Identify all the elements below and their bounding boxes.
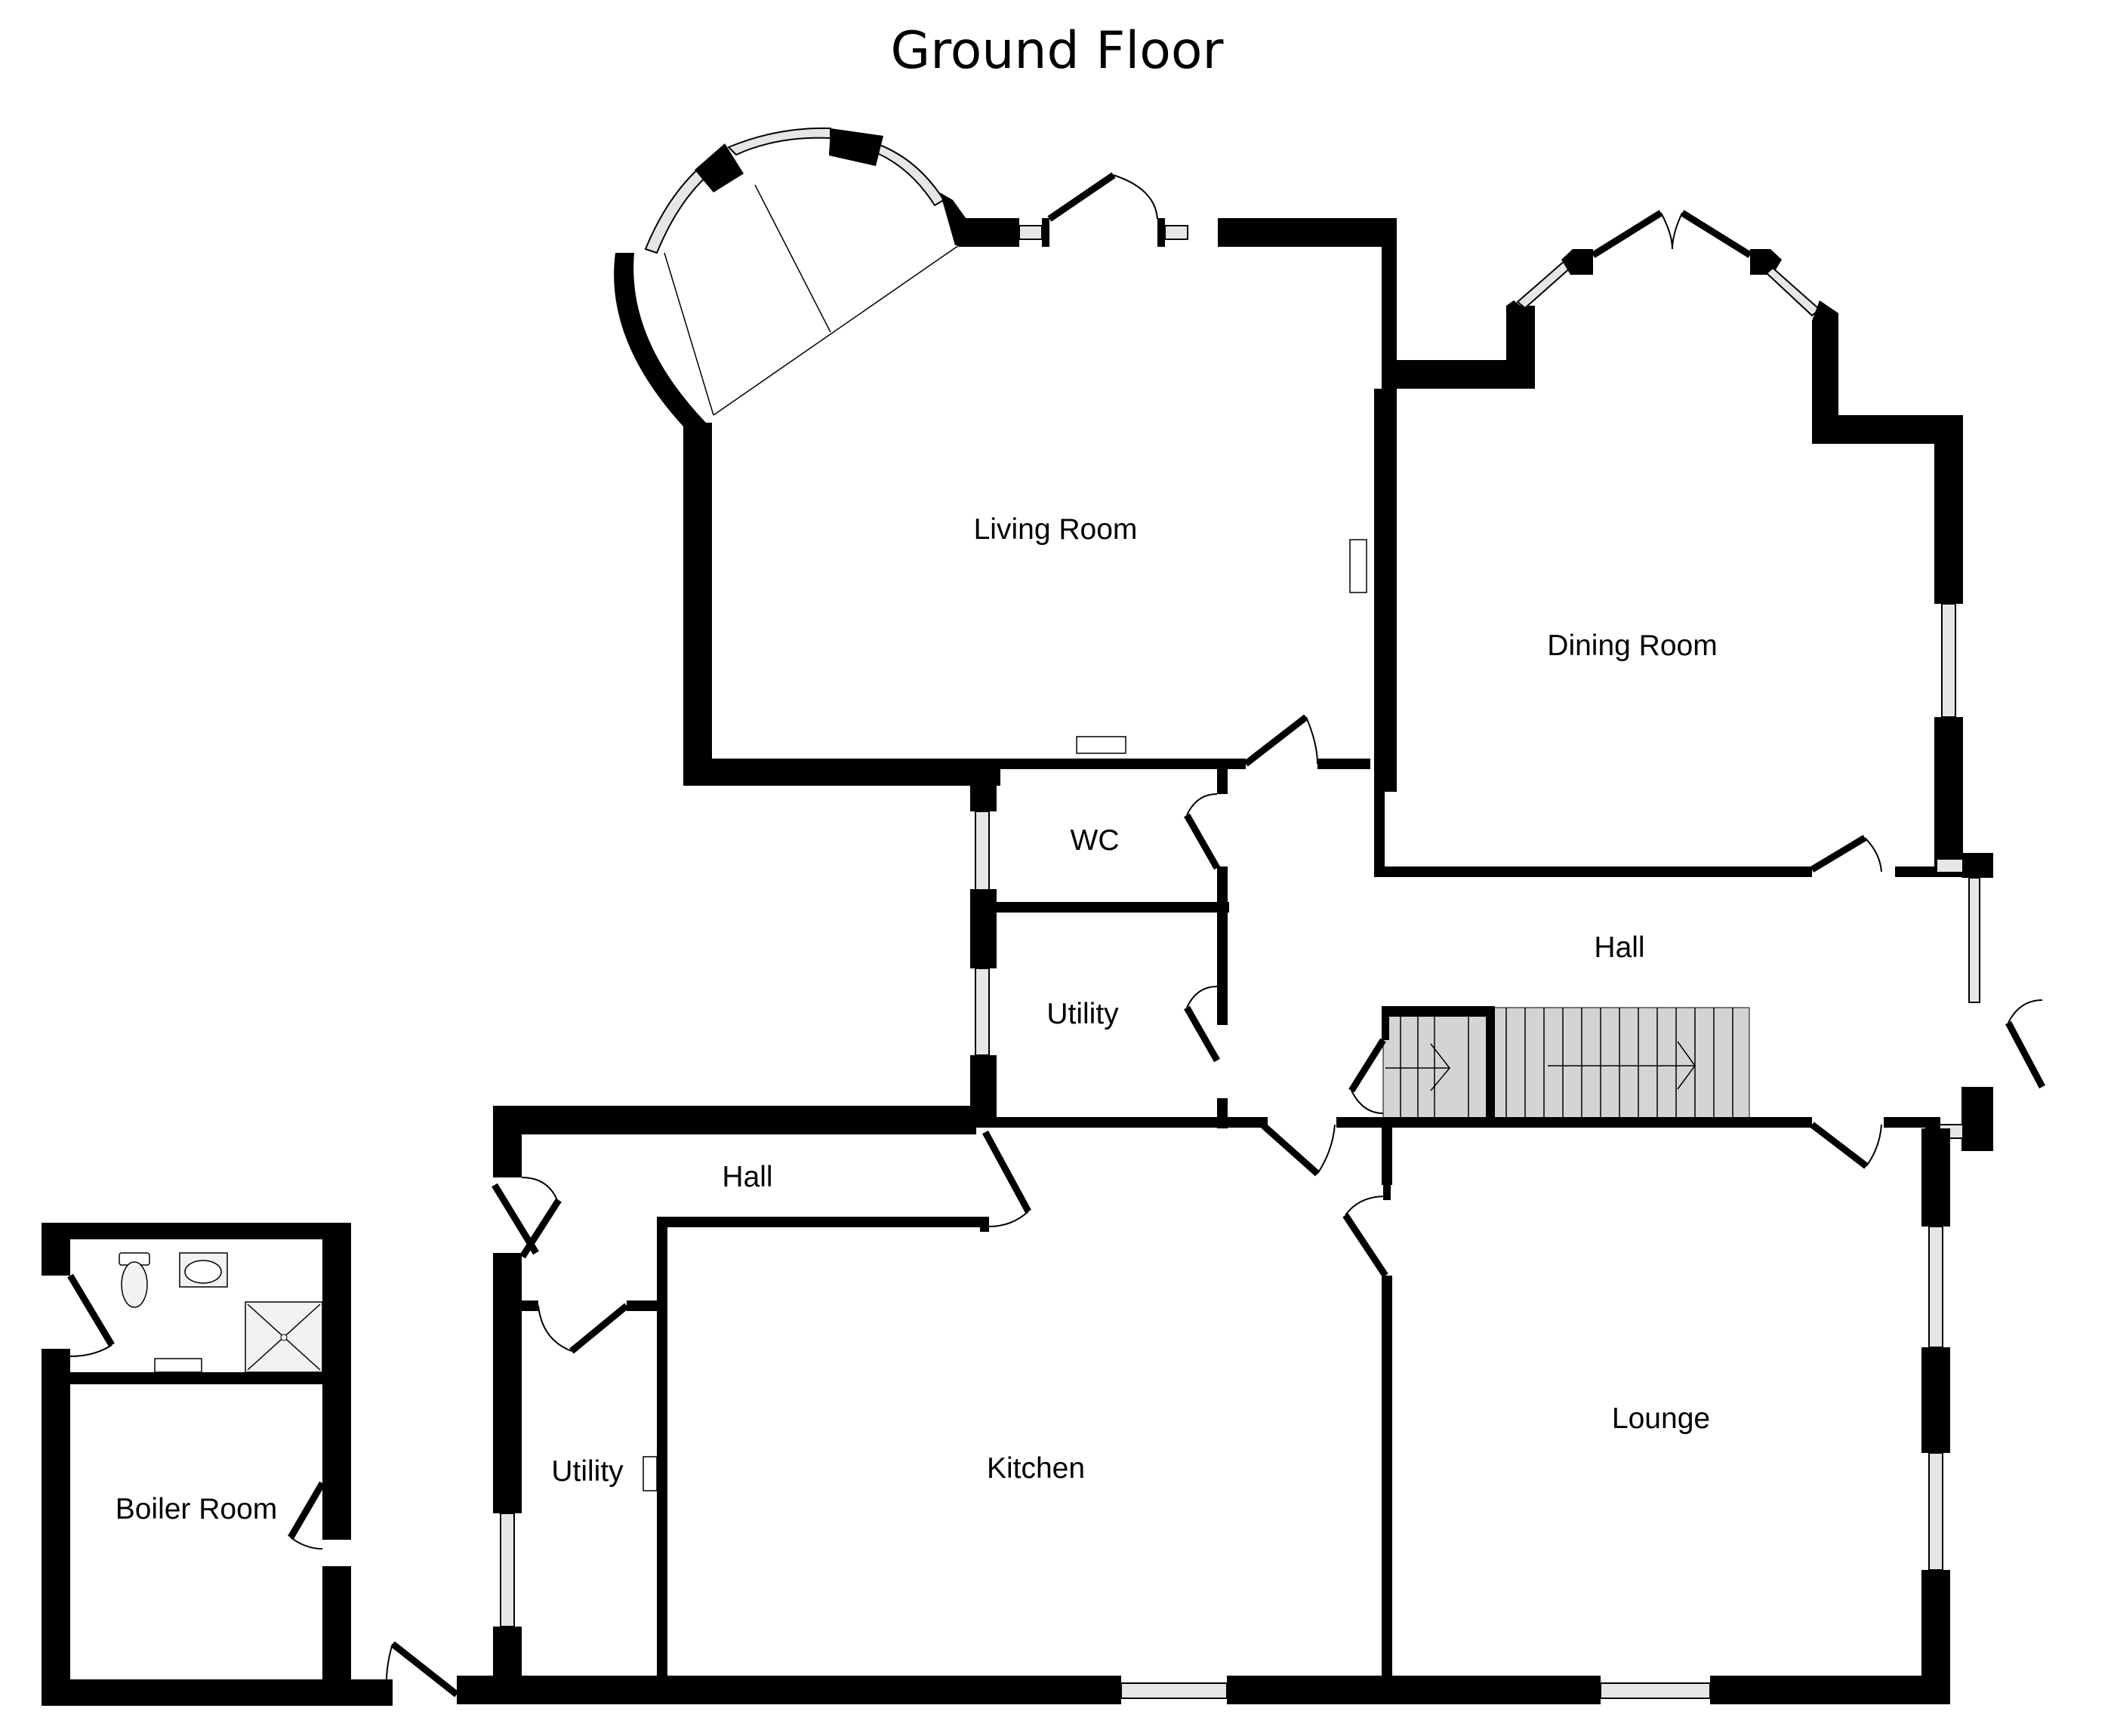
radiator-icon [154, 1358, 202, 1373]
kitchen-walls [457, 1106, 1385, 1704]
staircase [1382, 1006, 1750, 1123]
room-label-wc: WC [1070, 824, 1120, 857]
room-label-utility-rear: Utility [551, 1455, 624, 1488]
room-label-living-room: Living Room [973, 513, 1138, 546]
kitchen-hall-door[interactable] [1260, 1122, 1336, 1177]
room-label-dining-room: Dining Room [1547, 629, 1718, 662]
lounge-walls [1382, 1125, 1950, 1704]
toilet-icon [119, 1252, 150, 1308]
dining-room-walls [1374, 210, 1963, 877]
radiator-icon [1076, 539, 1367, 754]
kitchen-door[interactable] [982, 1130, 1031, 1227]
radiator-icon [643, 1456, 658, 1491]
lounge-hall-door[interactable] [1810, 1122, 1882, 1169]
utility-door[interactable] [1184, 986, 1220, 1063]
dining-room-door[interactable] [1810, 835, 1882, 873]
room-label-utility-central: Utility [1046, 998, 1119, 1030]
rear-hall-back-door[interactable] [492, 1177, 562, 1259]
room-label-boiler-room: Boiler Room [115, 1493, 278, 1525]
hall-south-wall [1257, 1117, 1937, 1200]
wc-door[interactable] [1184, 793, 1220, 870]
boiler-room-door[interactable] [288, 1481, 325, 1550]
front-door[interactable] [2005, 999, 2045, 1089]
lounge-door[interactable] [1342, 1196, 1388, 1278]
plan-title: Ground Floor [890, 21, 1224, 81]
shower-room-door[interactable] [67, 1273, 115, 1357]
living-room-walls [614, 127, 1533, 792]
living-room-patio-door[interactable] [1047, 172, 1158, 222]
hall-door-living[interactable] [1243, 714, 1318, 767]
shower-tray-icon [245, 1301, 323, 1373]
room-label-hall-rear: Hall [722, 1161, 773, 1193]
utility-rear-door[interactable] [538, 1303, 629, 1354]
room-label-hall-main: Hall [1594, 931, 1645, 964]
yard-door[interactable] [385, 1641, 459, 1698]
boiler-room-walls [42, 1223, 393, 1706]
front-entrance [1925, 853, 1993, 1151]
room-label-kitchen: Kitchen [986, 1452, 1086, 1485]
sink-icon [179, 1252, 228, 1288]
understairs-door[interactable] [1348, 1038, 1386, 1114]
wc-utility-walls [970, 764, 1257, 1128]
room-label-lounge: Lounge [1611, 1402, 1711, 1435]
